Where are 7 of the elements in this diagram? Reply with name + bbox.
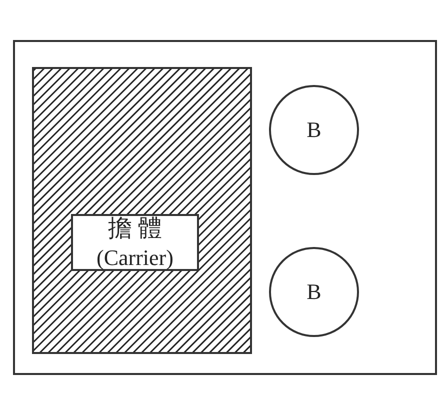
english-label: (Carrier): [96, 244, 174, 272]
hatched-rectangle: [32, 67, 252, 354]
chinese-label: 擔 體: [108, 214, 162, 244]
label-box: [71, 214, 199, 271]
frame-box: [13, 40, 437, 375]
circle-label: B: [306, 116, 322, 144]
circle-label: B: [306, 278, 322, 306]
